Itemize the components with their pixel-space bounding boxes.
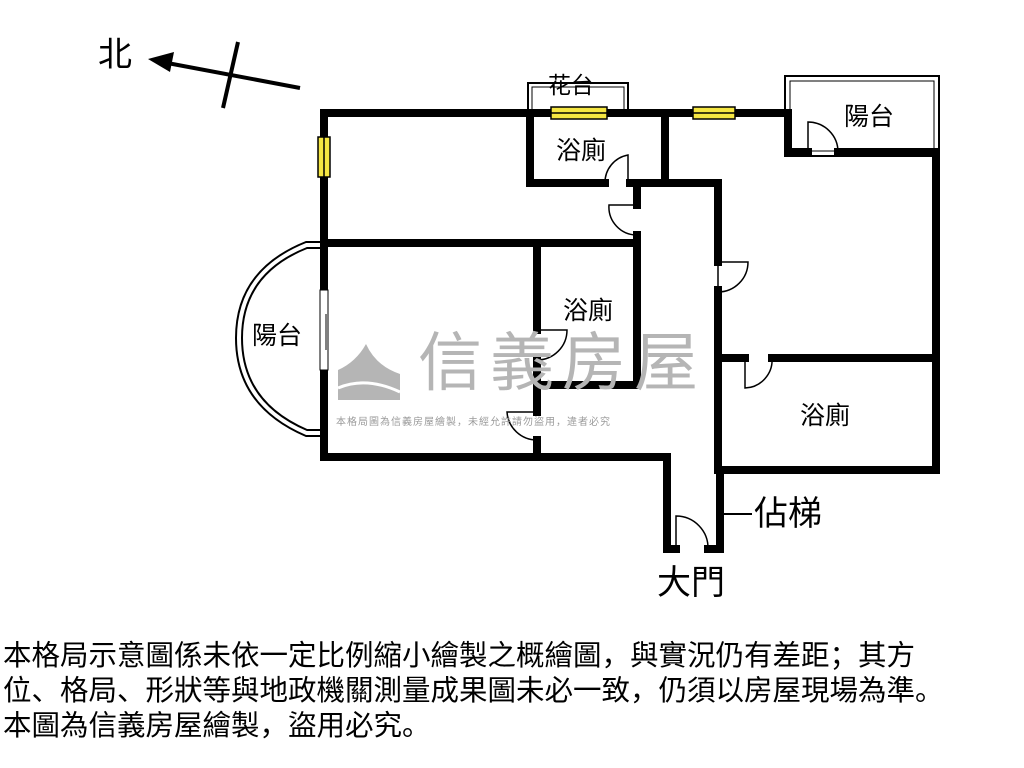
- room-label-bath-top: 浴廁: [556, 136, 607, 165]
- room-label-bath-middle: 浴廁: [563, 296, 614, 325]
- label-main-door: 大門: [657, 563, 725, 603]
- north-arrow-icon: [148, 41, 301, 109]
- compass-north-label: 北: [98, 35, 132, 75]
- disclaimer-line-3: 本圖為信義房屋繪製，盜用必究。: [3, 709, 431, 742]
- floor-plan-drawing: [148, 41, 940, 553]
- disclaimer-line-1: 本格局示意圖係未依一定比例縮小繪製之概繪圖，與實況仍有差距；其方: [3, 639, 916, 672]
- sliding-door: [319, 289, 329, 371]
- room-label-flower-bed: 花台: [548, 73, 594, 99]
- room-label-balcony-top-right: 陽台: [844, 102, 895, 131]
- disclaimer-line-2: 位、格局、形狀等與地政機關測量成果圖未必一致，仍須以房屋現場為準。: [3, 674, 944, 707]
- windows: [317, 106, 736, 178]
- brand-logo-icon: [337, 344, 401, 400]
- label-stairs: 佔梯: [754, 494, 822, 534]
- disclaimer-text: 本格局示意圖係未依一定比例縮小繪製之概繪圖，與實況仍有差距；其方 位、格局、形狀…: [3, 638, 1021, 743]
- balcony-left-outline: [234, 241, 324, 437]
- doors: [506, 121, 839, 550]
- room-label-bath-right: 浴廁: [800, 401, 851, 430]
- watermark-notice: 本格局圖為信義房屋繪製，未經允許請勿盜用，違者必究: [336, 417, 611, 428]
- watermark-brand: 信義房屋: [418, 327, 706, 401]
- room-label-balcony-left: 陽台: [252, 321, 303, 350]
